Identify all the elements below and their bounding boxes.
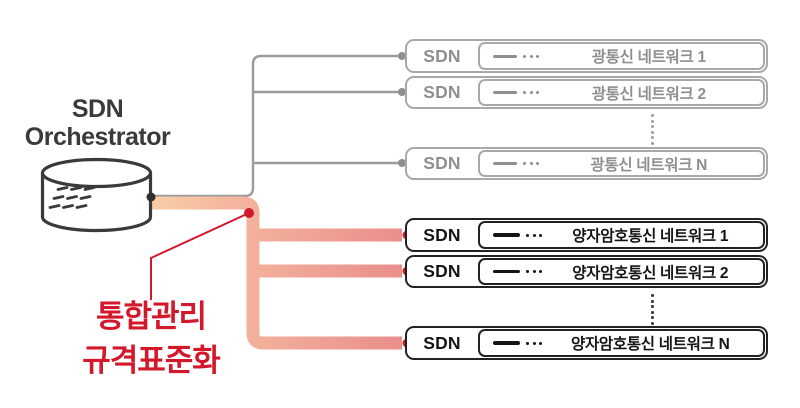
annotation-dot — [244, 208, 254, 218]
annotation-line1: 통합관리 — [95, 299, 207, 334]
link-dash-icon — [493, 54, 543, 58]
network-box: 양자암호통신 네트워크 1 — [478, 221, 765, 249]
orchestrator-title-line2: Orchestrator — [24, 123, 171, 151]
quantum-network-row-1: SDN 양자암호통신 네트워크 1 — [405, 218, 768, 252]
network-label: 광통신 네트워크 N — [590, 156, 708, 174]
link-dash-icon — [493, 91, 543, 94]
sdn-controller-label: SDN — [423, 224, 461, 245]
network-box: 양자암호통신 네트워크 N — [478, 329, 765, 357]
link-dash-icon — [493, 269, 546, 274]
sdn-controller-label: SDN — [423, 332, 461, 353]
sdn-controller-label: SDN — [423, 45, 461, 66]
quantum-network-row-2: SDN 양자암호통신 네트워크 2 — [405, 255, 768, 288]
network-box: 광통신 네트워크 2 — [478, 79, 765, 106]
optical-ellipsis-icon — [651, 114, 654, 145]
optical-network-row-1: SDN 광통신 네트워크 1 — [405, 39, 768, 73]
network-label: 양자암호통신 네트워크 N — [570, 336, 730, 353]
sdn-controller-label: SDN — [423, 153, 461, 173]
link-dash-icon — [493, 341, 546, 345]
annotation-pointer-line — [150, 212, 250, 300]
annotation-line2: 규격표준화 — [82, 343, 221, 379]
sdn-controller-label: SDN — [423, 82, 461, 102]
quantum-ellipsis-icon — [651, 294, 654, 325]
network-box: 광통신 네트워크 N — [478, 150, 765, 177]
network-box: 광통신 네트워크 1 — [478, 42, 765, 70]
annotation-label: 통합관리 규격표준화 — [30, 295, 272, 383]
optical-network-row-2: SDN 광통신 네트워크 2 — [405, 76, 768, 109]
orchestrator-connection-dot — [146, 192, 156, 202]
sdn-controller-label: SDN — [423, 261, 461, 281]
network-label: 양자암호통신 네트워크 2 — [572, 264, 729, 282]
database-icon — [40, 157, 156, 233]
network-label: 광통신 네트워크 1 — [591, 49, 706, 66]
orchestrator-title-line1: SDN — [71, 95, 124, 123]
link-dash-icon — [493, 233, 546, 237]
orchestrator-title: SDN Orchestrator — [5, 95, 190, 151]
database-dashes — [48, 186, 96, 209]
link-dash-icon — [493, 162, 543, 165]
network-box: 양자암호통신 네트워크 2 — [478, 258, 765, 285]
optical-network-row-n: SDN 광통신 네트워크 N — [405, 147, 768, 180]
gray-connection-dots — [398, 52, 406, 167]
network-label: 광통신 네트워크 2 — [591, 85, 706, 103]
quantum-network-row-n: SDN 양자암호통신 네트워크 N — [405, 326, 768, 360]
network-label: 양자암호통신 네트워크 1 — [572, 228, 729, 245]
